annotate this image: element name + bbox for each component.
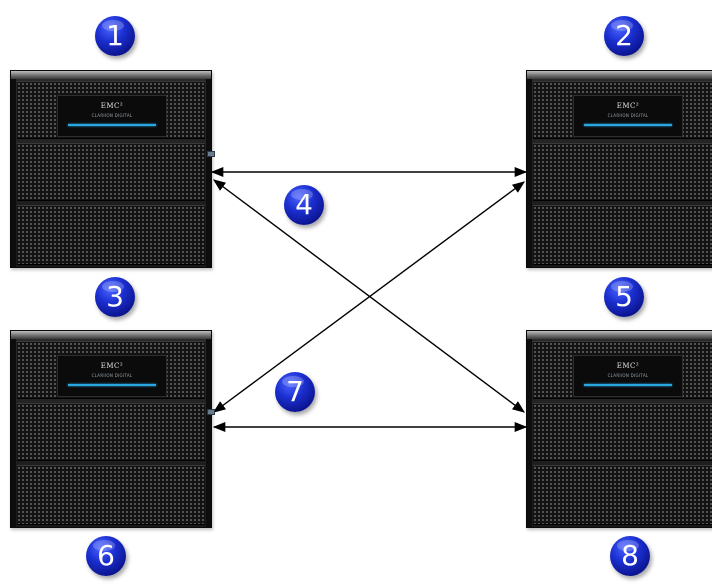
accent-strip [68,384,156,386]
brand-logo: EMC² [100,102,124,110]
disk-bay [533,403,712,461]
model-label: CLARIION DIGITAL [91,373,133,378]
disk-bay [533,205,712,265]
brand-logo: EMC² [100,362,124,370]
accent-strip [584,384,672,386]
array-top-cap [527,331,712,339]
number-badge-7: 7 [275,372,315,412]
port-icon [207,409,215,415]
model-label: CLARIION DIGITAL [91,113,133,118]
front-bezel: EMC² CLARIION DIGITAL [573,95,683,137]
array-side [527,339,532,527]
array-side [206,339,211,527]
port-icon [207,151,215,157]
accent-strip [68,124,156,126]
disk-bay [533,465,712,525]
front-bezel: EMC² CLARIION DIGITAL [573,355,683,397]
front-bezel: EMC² CLARIION DIGITAL [57,355,167,397]
array-side [11,339,16,527]
link-bottom-left-to-top-right [212,181,526,413]
model-label: CLARIION DIGITAL [607,373,649,378]
number-badge-5: 5 [604,277,644,317]
number-badge-6: 6 [86,536,126,576]
number-badge-1: 1 [95,16,135,56]
model-label: CLARIION DIGITAL [607,113,649,118]
brand-logo: EMC² [616,102,640,110]
number-badge-2: 2 [604,16,644,56]
array-top-cap [527,71,712,79]
disk-bay [533,143,712,201]
number-badge-4: 4 [284,185,324,225]
number-badge-8: 8 [610,536,650,576]
accent-strip [584,124,672,126]
array-top-left: EMC² CLARIION DIGITAL [10,70,215,268]
array-top-right: EMC² CLARIION DIGITAL [526,70,712,268]
array-bottom-right: EMC² CLARIION DIGITAL [526,330,712,528]
front-bezel: EMC² CLARIION DIGITAL [57,95,167,137]
number-badge-3: 3 [95,277,135,317]
disk-bay [17,205,205,265]
disk-bay [17,143,205,201]
array-top-cap [11,71,211,79]
array-side [206,79,211,267]
disk-bay [17,403,205,461]
array-bottom-left: EMC² CLARIION DIGITAL [10,330,215,528]
array-side [11,79,16,267]
disk-bay [17,465,205,525]
array-side [527,79,532,267]
array-top-cap [11,331,211,339]
brand-logo: EMC² [616,362,640,370]
